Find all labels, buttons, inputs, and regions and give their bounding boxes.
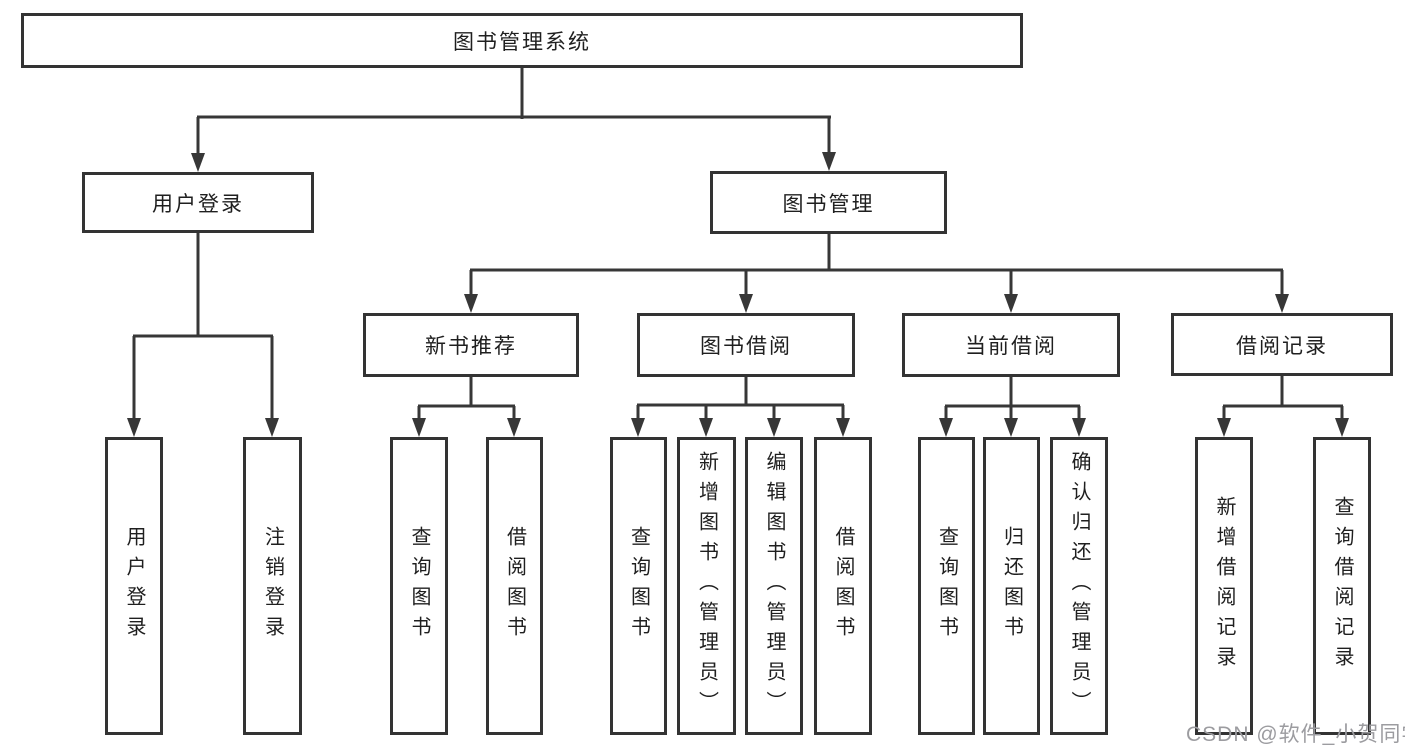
leaf-current-return-book: 归还图书 bbox=[983, 437, 1040, 735]
leaf-borrow-edit-book-admin: 编辑图书（管理员） bbox=[745, 437, 803, 735]
leaf-record-add-borrow-record: 新增借阅记录 bbox=[1195, 437, 1253, 735]
leaf-logout: 注销登录 bbox=[243, 437, 302, 735]
leaf-record-query-borrow-record: 查询借阅记录 bbox=[1313, 437, 1371, 735]
node-new-book-recommend: 新书推荐 bbox=[363, 313, 579, 377]
leaf-borrow-query-book: 查询图书 bbox=[610, 437, 667, 735]
csdn-watermark: CSDN @软件_小贺同学 bbox=[1186, 723, 1405, 746]
node-borrow-record: 借阅记录 bbox=[1171, 313, 1393, 376]
leaf-current-query-book: 查询图书 bbox=[918, 437, 975, 735]
node-current-borrow: 当前借阅 bbox=[902, 313, 1120, 377]
node-book-management: 图书管理 bbox=[710, 171, 947, 234]
leaf-user-login: 用户登录 bbox=[105, 437, 163, 735]
leaf-recommend-borrow-book: 借阅图书 bbox=[486, 437, 543, 735]
leaf-current-confirm-return-admin: 确认归还（管理员） bbox=[1050, 437, 1108, 735]
leaf-borrow-borrow-book: 借阅图书 bbox=[814, 437, 872, 735]
leaf-recommend-query-book: 查询图书 bbox=[390, 437, 448, 735]
leaf-borrow-add-book-admin: 新增图书（管理员） bbox=[677, 437, 736, 735]
node-root: 图书管理系统 bbox=[21, 13, 1023, 68]
node-user-login: 用户登录 bbox=[82, 172, 314, 233]
node-book-borrow: 图书借阅 bbox=[637, 313, 855, 377]
